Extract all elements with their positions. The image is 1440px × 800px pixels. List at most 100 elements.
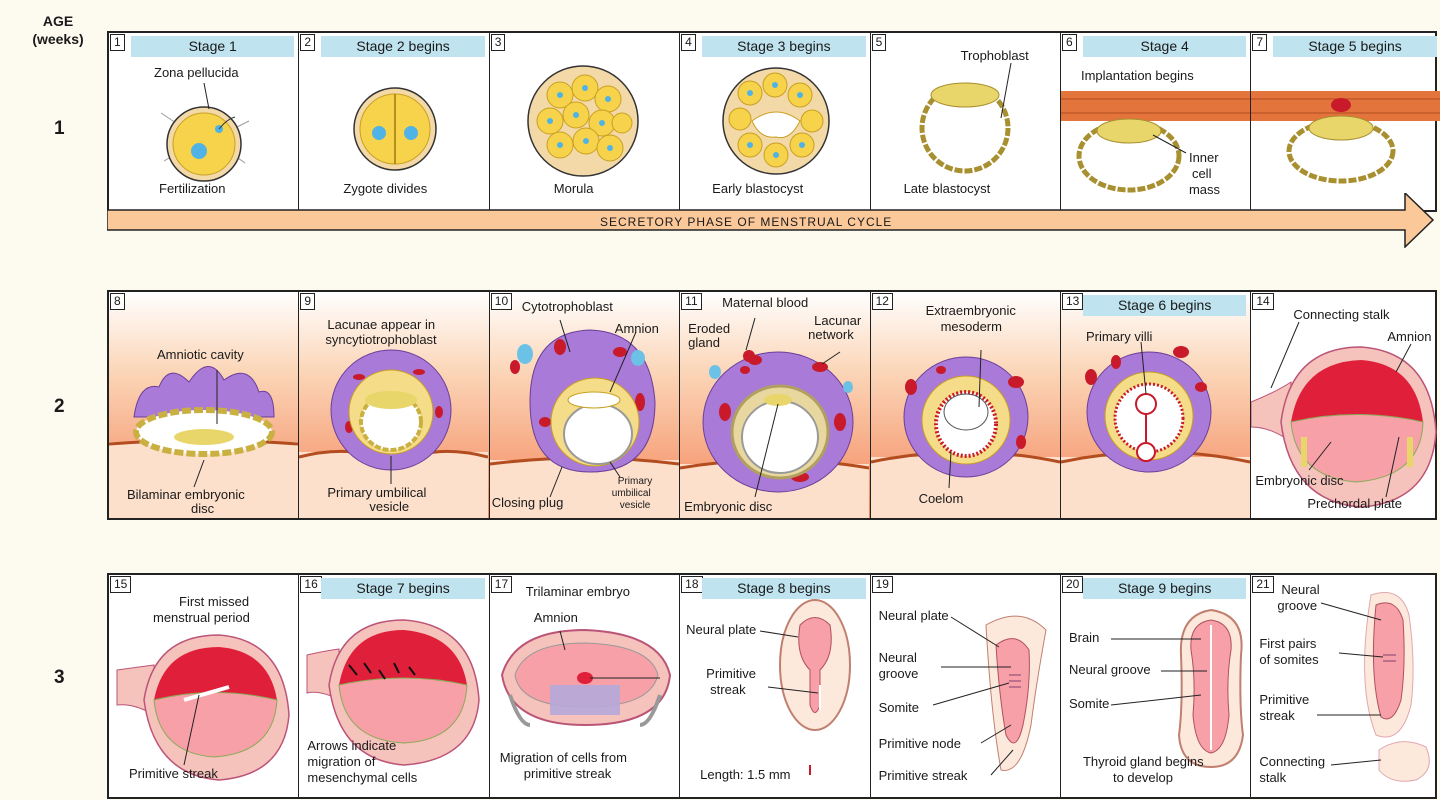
label-primitive-node: Primitive node bbox=[878, 736, 961, 751]
zygote-illustration bbox=[353, 87, 438, 171]
morula-illustration bbox=[527, 65, 639, 177]
closing-plug-illustration bbox=[489, 319, 679, 518]
implantation-illustration bbox=[1060, 91, 1250, 193]
cell-8: 8 Amniotic cavity Bilaminar embryonic di… bbox=[109, 292, 300, 518]
trilaminar-embryo-illustration bbox=[500, 628, 671, 727]
stage-banner: Stage 9 begins bbox=[1082, 578, 1247, 599]
label-brain: Brain bbox=[1068, 630, 1100, 645]
age-header: AGE (weeks) bbox=[20, 12, 96, 48]
label-vesicle: vesicle bbox=[369, 499, 410, 514]
label-trilaminar-embryo: Trilaminar embryo bbox=[525, 584, 631, 599]
label-lacunar: Lacunar bbox=[814, 313, 862, 328]
label-mesoderm: mesoderm bbox=[940, 319, 1002, 334]
cell-number: 8 bbox=[110, 293, 125, 310]
label-primary: Primary bbox=[617, 476, 653, 487]
label-migration-of: migration of bbox=[307, 754, 376, 769]
neural-groove-somite-illustration bbox=[932, 615, 1047, 776]
label-lacunae-appear-in: Lacunae appear in bbox=[327, 317, 436, 332]
stage-5-implantation-illustration bbox=[1251, 91, 1440, 184]
label-zygote-divides: Zygote divides bbox=[343, 181, 428, 196]
label-to-develop: to develop bbox=[1112, 770, 1173, 785]
label-neural-plate-2: Neural plate bbox=[878, 608, 949, 623]
label-thyroid-gland-begins: Thyroid gland begins bbox=[1082, 754, 1204, 769]
cell-number: 18 bbox=[681, 576, 703, 593]
label-extraembryonic: Extraembryonic bbox=[925, 303, 1016, 318]
cell-9: 9 Lacunae appear in syncytiotrophoblast … bbox=[299, 292, 490, 518]
label-fertilization: Fertilization bbox=[159, 181, 226, 196]
label-groove-2: groove bbox=[1277, 598, 1318, 613]
label-inner: Inner bbox=[1188, 150, 1219, 165]
label-first-missed: First missed bbox=[179, 594, 250, 609]
mesenchymal-migration-illustration bbox=[306, 619, 481, 766]
cell-17: 17 Trilaminar embryo Amnion Migration of… bbox=[490, 575, 681, 797]
age-header-line1: AGE bbox=[42, 13, 74, 29]
label-length: Length: 1.5 mm bbox=[700, 767, 791, 782]
label-arrows-indicate: Arrows indicate bbox=[307, 738, 397, 753]
label-primary-villi: Primary villi bbox=[1085, 329, 1153, 344]
label-maternal-blood: Maternal blood bbox=[722, 295, 809, 310]
late-blastocyst-illustration bbox=[919, 62, 1012, 174]
label-connecting-stalk: Connecting stalk bbox=[1293, 307, 1390, 322]
label-amnion-3: Amnion bbox=[533, 610, 578, 625]
cell-18: 18 Stage 8 begins Neural plate Primitive… bbox=[680, 575, 871, 797]
week-3-label: 3 bbox=[54, 667, 65, 688]
label-migration-of-cells-from: Migration of cells from bbox=[499, 750, 627, 765]
label-cell: cell bbox=[1191, 166, 1212, 181]
label-network: network bbox=[808, 327, 854, 342]
cell-10: 10 Cytotrophoblast Amnion Closing plug P… bbox=[489, 292, 681, 518]
week-2-row: 8 Amniotic cavity Bilaminar embryonic di… bbox=[107, 290, 1440, 520]
cell-12: 12 Extraembryonic mesoderm Coelom bbox=[870, 292, 1061, 518]
age-header-line2: (weeks) bbox=[32, 31, 84, 47]
label-amnion: Amnion bbox=[614, 321, 659, 336]
fertilization-illustration bbox=[160, 82, 250, 182]
label-umbilical: umbilical bbox=[611, 488, 651, 499]
label-primitive-3: Primitive bbox=[1259, 692, 1310, 707]
cell-14: 14 Connecting stalk Amnion Embryonic dis… bbox=[1251, 292, 1440, 518]
stage-banner: Stage 1 bbox=[131, 36, 295, 57]
cell-20: 20 Stage 9 begins Brain Neural groove So… bbox=[1061, 575, 1252, 797]
label-late-blastocyst: Late blastocyst bbox=[903, 181, 991, 196]
connecting-stalk-illustration bbox=[1251, 321, 1438, 508]
cell-number: 5 bbox=[871, 34, 887, 51]
cell-number: 11 bbox=[681, 293, 702, 310]
label-implantation-begins: Implantation begins bbox=[1080, 68, 1194, 83]
primitive-streak-stalk-illustration bbox=[116, 634, 290, 781]
label-neural-2: Neural bbox=[1281, 582, 1320, 597]
label-primitive-streak-3: Primitive streak bbox=[878, 768, 968, 783]
label-primary-umbilical: Primary umbilical bbox=[327, 485, 427, 500]
label-streak: streak bbox=[710, 682, 746, 697]
label-neural-groove-2: Neural groove bbox=[1068, 662, 1151, 677]
stage-banner: Stage 3 begins bbox=[702, 36, 866, 57]
label-groove: groove bbox=[878, 666, 919, 681]
cell-number: 15 bbox=[110, 576, 132, 593]
cell-number: 3 bbox=[490, 34, 506, 51]
label-eroded: Eroded bbox=[688, 321, 731, 336]
label-connecting: Connecting bbox=[1259, 754, 1326, 769]
label-somite-2: Somite bbox=[1068, 696, 1110, 711]
cell-number: 20 bbox=[1061, 576, 1084, 593]
early-blastocyst-illustration bbox=[722, 67, 830, 175]
label-embryonic-disc-2: Embryonic disc bbox=[1255, 473, 1344, 488]
cell-number: 6 bbox=[1061, 34, 1077, 51]
secretory-phase-arrow bbox=[107, 193, 1435, 248]
label-embryonic-disc: Embryonic disc bbox=[684, 499, 773, 514]
cell-19: 19 Neural plate Neural groove Somite Pri… bbox=[871, 575, 1061, 797]
label-morula: Morula bbox=[553, 181, 594, 196]
label-closing-plug: Closing plug bbox=[491, 495, 564, 510]
cell-5: 5 Trophoblast Late blastocyst bbox=[871, 33, 1061, 210]
label-prechordal-plate: Prechordal plate bbox=[1307, 496, 1403, 511]
cell-number: 13 bbox=[1061, 293, 1084, 310]
label-of-somites: of somites bbox=[1259, 652, 1319, 667]
cell-number: 10 bbox=[490, 293, 513, 310]
cell-16: 16 Stage 7 begins Arrows indicate migrat… bbox=[299, 575, 490, 797]
first-somites-illustration bbox=[1317, 592, 1431, 782]
cell-1: 1 Stage 1 Zona pellucida Fertilization bbox=[109, 33, 300, 210]
week-2-label: 2 bbox=[54, 396, 65, 417]
label-primitive-streak: Primitive streak bbox=[129, 766, 218, 781]
cell-number: 17 bbox=[490, 576, 513, 593]
label-mesenchymal-cells: mesenchymal cells bbox=[307, 770, 418, 785]
label-menstrual-period: menstrual period bbox=[153, 610, 250, 625]
label-first-pairs: First pairs bbox=[1259, 636, 1317, 651]
week-1-row: 1 Stage 1 Zona pellucida Fertilization 2… bbox=[107, 31, 1440, 212]
cell-number: 19 bbox=[871, 576, 893, 593]
